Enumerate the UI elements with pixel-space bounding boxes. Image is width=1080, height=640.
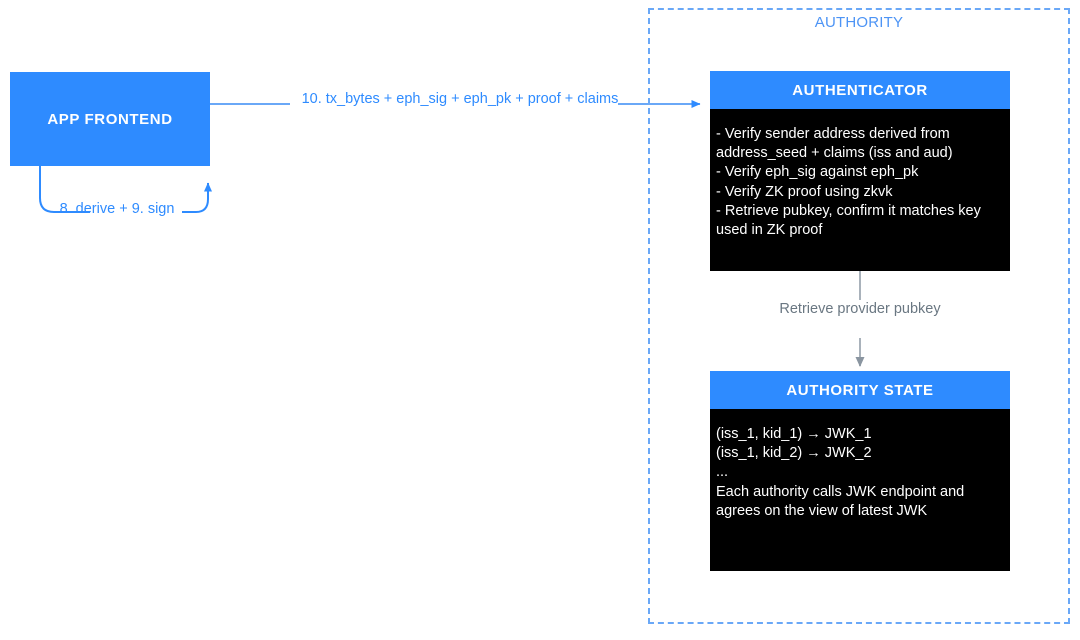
node-authority-state-title: AUTHORITY STATE [710,371,1010,409]
node-authority-state-body: (iss_1, kid_1) → JWK_1 (iss_1, kid_2) → … [710,409,1010,571]
edge-label-derive-sign: 8. derive + 9. sign [59,201,175,217]
authority-group-boundary [648,8,1070,624]
node-authenticator-body: - Verify sender address derived from add… [710,109,1010,271]
node-app-frontend-title: APP FRONTEND [47,110,173,128]
node-authenticator[interactable]: AUTHENTICATOR - Verify sender address de… [710,71,1010,271]
edge-label-tx-payload: 10. tx_bytes + eph_sig + eph_pk + proof … [301,91,619,107]
node-app-frontend[interactable]: APP FRONTEND [10,72,210,166]
authority-group-label: AUTHORITY [814,14,904,31]
node-authority-state[interactable]: AUTHORITY STATE (iss_1, kid_1) → JWK_1 (… [710,371,1010,571]
edge-label-retrieve-provider-pubkey: Retrieve provider pubkey [779,301,941,317]
node-authenticator-title: AUTHENTICATOR [710,71,1010,109]
